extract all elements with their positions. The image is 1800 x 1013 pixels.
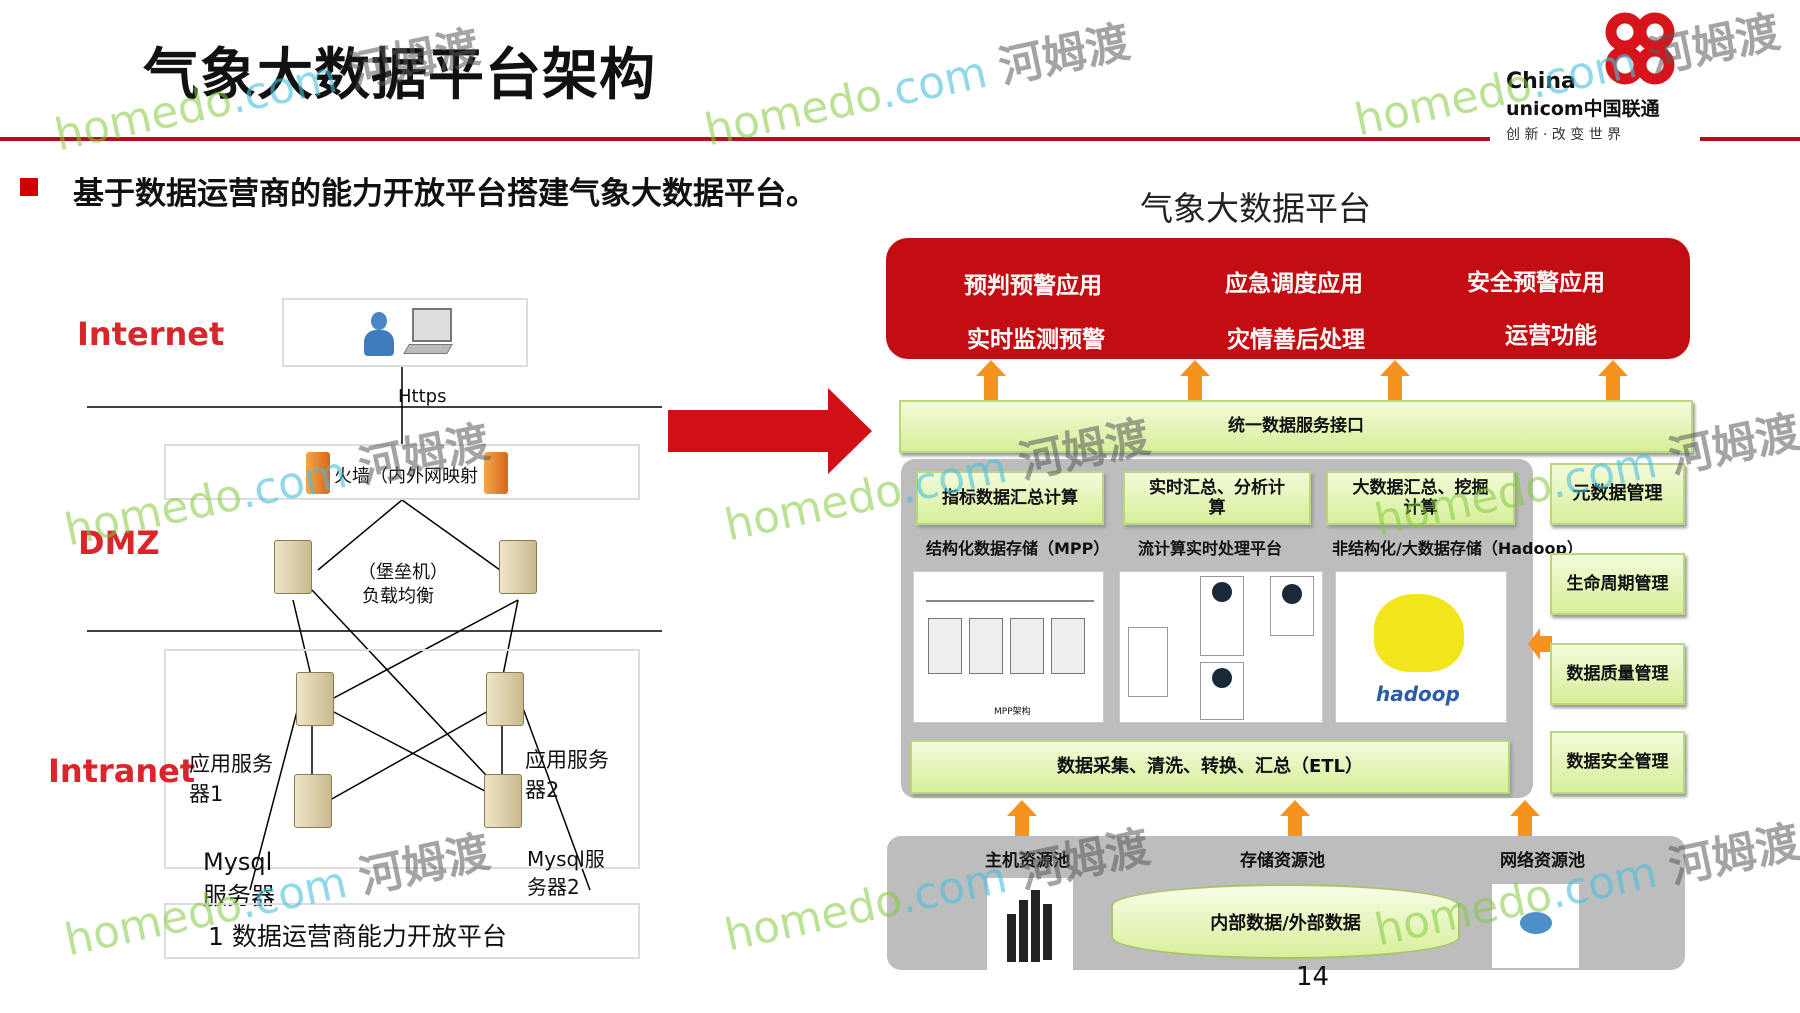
caption-box: 1 数据运营商能力开放平台 <box>164 903 640 959</box>
up-arrow-icon <box>1007 800 1037 836</box>
label-line: Mysql <box>203 848 273 876</box>
app-item: 安全预警应用 <box>1467 270 1605 296</box>
firewall-label: 火墙（内外网映射 <box>334 466 478 487</box>
service-interface-label: 统一数据服务接口 <box>1228 416 1364 437</box>
bastion-server-icon <box>274 540 312 594</box>
client-box <box>282 298 528 367</box>
compute-box: 实时汇总、分析计算 <box>1123 471 1311 525</box>
computer-icon <box>412 308 452 342</box>
bastion-label: （堡垒机） <box>358 562 448 583</box>
management-label: 生命周期管理 <box>1566 573 1669 594</box>
management-label: 数据质量管理 <box>1566 663 1669 684</box>
up-arrow-icon <box>1380 360 1410 400</box>
up-arrow-icon <box>1180 360 1210 400</box>
bullet-text: 基于数据运营商的能力开放平台搭建气象大数据平台。 <box>73 176 817 212</box>
up-arrow-icon <box>976 360 1006 400</box>
resource-label: 网络资源池 <box>1500 851 1585 871</box>
app-item: 预判预警应用 <box>964 273 1102 299</box>
host-servers-icon <box>987 878 1073 970</box>
diagram-caption: 1 数据运营商能力开放平台 <box>208 922 507 951</box>
up-arrow-icon <box>1510 800 1540 836</box>
app-item: 应急调度应用 <box>1225 271 1363 297</box>
resource-label: 主机资源池 <box>985 851 1070 871</box>
mpp-architecture-image: MPP架构 <box>913 571 1104 723</box>
logo-slogan: 创 新 · 改 变 世 界 <box>1506 127 1622 143</box>
network-lines <box>87 367 662 891</box>
logo-line2: unicom中国联通 <box>1506 98 1660 120</box>
zone-dmz: DMZ <box>78 524 160 562</box>
header-divider-right <box>1700 137 1800 141</box>
storage-label: 非结构化/大数据存储（Hadoop） <box>1332 539 1583 558</box>
label-line: 应用服务 <box>189 752 273 776</box>
label-line: 务器2 <box>527 875 580 899</box>
app-server-icon <box>486 672 524 726</box>
intranet-box <box>164 649 640 869</box>
load-balance-label: 负载均衡 <box>362 586 434 607</box>
https-label: Https <box>398 386 447 407</box>
bastion-server-icon <box>499 540 537 594</box>
network-icon <box>1492 884 1579 968</box>
keyboard-icon <box>403 344 453 354</box>
page-number: 14 <box>1296 962 1330 992</box>
hadoop-elephant-icon <box>1374 594 1464 672</box>
storage-label: 结构化数据存储（MPP） <box>926 539 1110 558</box>
big-right-arrow-icon <box>668 388 872 474</box>
zone-internet: Internet <box>77 315 225 353</box>
compute-box: 大数据汇总、挖掘计算 <box>1326 471 1515 525</box>
management-box: 元数据管理 <box>1550 463 1685 525</box>
management-label: 数据安全管理 <box>1566 752 1669 773</box>
left-arrow-icon <box>1528 628 1552 660</box>
database-server-icon <box>294 774 332 828</box>
up-arrow-icon <box>1598 360 1628 400</box>
firewall-box: 火墙（内外网映射 <box>164 444 640 500</box>
label-line: 器2 <box>525 778 560 802</box>
management-label: 元数据管理 <box>1572 483 1663 505</box>
label-line: 器1 <box>189 782 224 806</box>
application-layer: 预判预警应用 应急调度应用 安全预警应用 实时监测预警 灾情善后处理 运营功能 <box>886 238 1690 359</box>
database-server-icon <box>484 774 522 828</box>
china-unicom-logo: China unicom中国联通 创 新 · 改 变 世 界 <box>1500 10 1700 145</box>
user-icon <box>364 312 394 356</box>
unicom-knot-icon <box>1605 12 1675 85</box>
etl-bar: 数据采集、清洗、转换、汇总（ETL） <box>910 740 1510 794</box>
storage-label: 流计算实时处理平台 <box>1138 539 1283 558</box>
data-store-label: 内部数据/外部数据 <box>1210 912 1361 934</box>
firewall-icon <box>306 452 330 494</box>
app-server-icon <box>296 672 334 726</box>
compute-label: 指标数据汇总计算 <box>942 487 1078 508</box>
mysql-1-label: Mysql 服务器 <box>203 845 275 913</box>
bullet-icon <box>20 178 38 196</box>
logo-line1: China <box>1506 69 1576 94</box>
data-storage-cylinder: 内部数据/外部数据 <box>1111 884 1460 959</box>
label-line: Mysql服 <box>527 847 605 871</box>
hadoop-logo-text: hadoop <box>1376 682 1460 706</box>
stream-processing-image <box>1119 571 1323 723</box>
slide-title: 气象大数据平台架构 <box>143 43 656 108</box>
label-line: 服务器 <box>203 882 275 910</box>
app-server-1-label: 应用服务器1 <box>189 749 273 809</box>
compute-box: 指标数据汇总计算 <box>916 471 1104 525</box>
app-item: 实时监测预警 <box>967 327 1105 353</box>
app-item: 运营功能 <box>1505 323 1597 349</box>
firewall-icon <box>484 452 508 494</box>
compute-label: 实时汇总、分析计算 <box>1149 477 1285 518</box>
app-server-2-label: 应用服务器2 <box>525 745 609 805</box>
resource-label: 存储资源池 <box>1240 851 1325 871</box>
mpp-caption: MPP架构 <box>994 707 1031 717</box>
management-box: 数据质量管理 <box>1550 643 1685 705</box>
header-divider <box>0 137 1490 141</box>
compute-label: 大数据汇总、挖掘计算 <box>1352 477 1489 518</box>
zone-intranet: Intranet <box>48 752 196 790</box>
hadoop-image: hadoop <box>1335 571 1507 723</box>
platform-title: 气象大数据平台 <box>1140 189 1371 228</box>
management-box: 数据安全管理 <box>1550 731 1685 794</box>
mysql-2-label: Mysql服务器2 <box>527 845 605 901</box>
up-arrow-icon <box>1280 800 1310 836</box>
etl-label: 数据采集、清洗、转换、汇总（ETL） <box>1056 756 1364 778</box>
service-interface-bar: 统一数据服务接口 <box>899 400 1693 453</box>
management-box: 生命周期管理 <box>1550 553 1685 615</box>
label-line: 应用服务 <box>525 748 609 772</box>
app-item: 灾情善后处理 <box>1227 327 1365 353</box>
